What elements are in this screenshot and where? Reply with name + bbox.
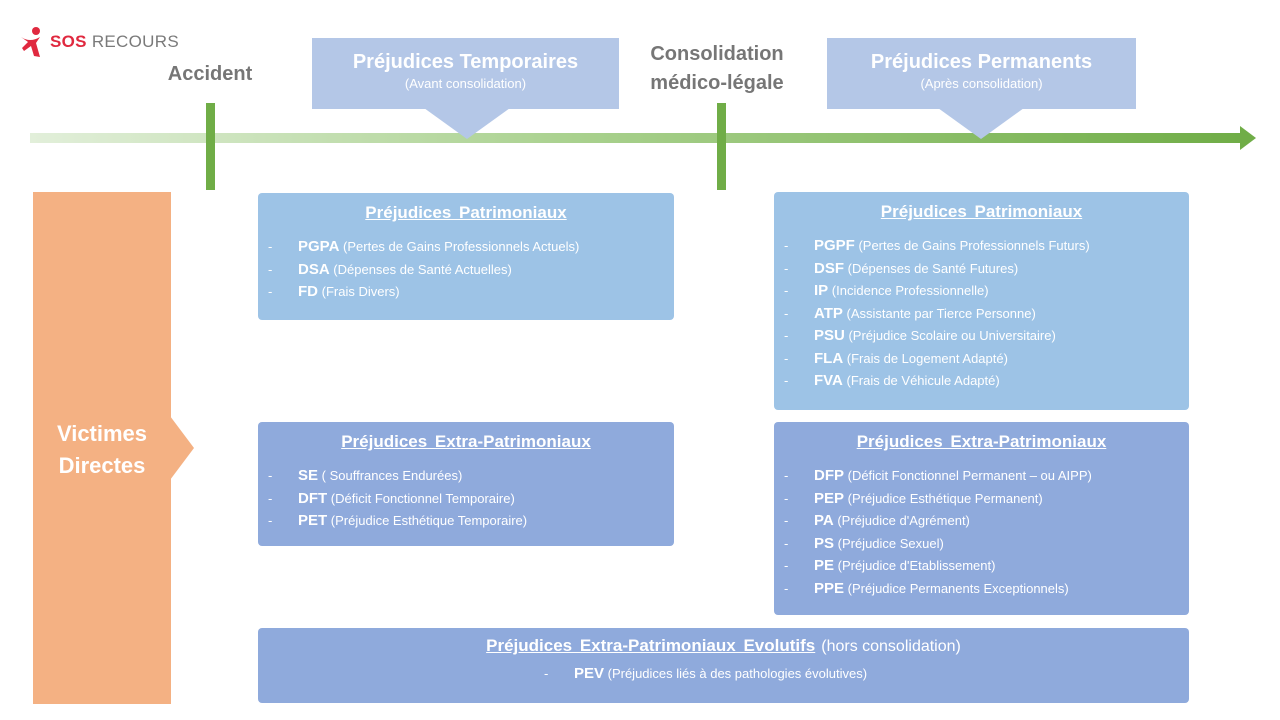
phase-temporaires-title: Préjudices Temporaires	[352, 51, 579, 73]
phase-permanents: Préjudices Permanents (Après consolidati…	[827, 38, 1136, 109]
evolutifs-heading: Préjudices Extra-Patrimoniaux Evolutifs (…	[258, 636, 1189, 656]
perm-patrimoniaux-list: -PGPF (Pertes de Gains Professionnels Fu…	[784, 235, 1189, 393]
list-item: -PGPA (Pertes de Gains Professionnels Ac…	[268, 238, 580, 255]
perm-patrimoniaux-box: Préjudices Patrimoniaux -PGPF (Pertes de…	[774, 192, 1189, 410]
accident-marker	[206, 103, 215, 190]
perm-extra-box: Préjudices Extra-Patrimoniaux -DFP (Défi…	[774, 422, 1189, 615]
list-item: -PA (Préjudice d'Agrément)	[784, 512, 970, 529]
temp-extra-title: Préjudices Extra-Patrimoniaux	[341, 432, 591, 451]
evolutifs-title: Préjudices Extra-Patrimoniaux Evolutifs	[486, 636, 816, 655]
sos-recours-logo: SOS RECOURS	[18, 24, 208, 60]
perm-extra-title: Préjudices Extra-Patrimoniaux	[856, 432, 1107, 451]
evolutifs-list: -PEV (Préjudices liés à des pathologies …	[544, 663, 1189, 686]
phase-temporaires: Préjudices Temporaires (Avant consolidat…	[312, 38, 619, 109]
evolutifs-qualifier: (hors consolidation)	[821, 638, 961, 655]
list-item: -DFP (Déficit Fonctionnel Permanent – ou…	[784, 467, 1092, 484]
list-item: -PET (Préjudice Esthétique Temporaire)	[268, 512, 528, 529]
list-item: -PPE (Préjudice Permanents Exceptionnels…	[784, 579, 1069, 597]
victims-line1: Victimes	[56, 421, 148, 446]
list-item: -DFT (Déficit Fonctionnel Temporaire)	[268, 489, 515, 507]
perm-patrimoniaux-title: Préjudices Patrimoniaux	[880, 202, 1083, 221]
list-item: -PS (Préjudice Sexuel)	[784, 534, 944, 552]
victims-line2: Directes	[58, 453, 146, 478]
temp-patrimoniaux-list: -PGPA (Pertes de Gains Professionnels Ac…	[268, 236, 674, 304]
list-item: -ATP (Assistante par Tierce Personne)	[784, 304, 1036, 322]
list-item: -SE ( Souffrances Endurées)	[268, 467, 463, 484]
logo-brand-light: RECOURS	[91, 32, 179, 51]
person-logo-icon	[21, 27, 40, 57]
consolidation-line1: Consolidation	[650, 43, 784, 65]
list-item: -PEP (Préjudice Esthétique Permanent)	[784, 489, 1043, 507]
consolidation-marker	[717, 103, 726, 190]
phase-permanents-title: Préjudices Permanents	[870, 51, 1093, 73]
list-item: -PE (Préjudice d'Etablissement)	[784, 557, 996, 574]
list-item: -FVA (Frais de Véhicule Adapté)	[784, 372, 1000, 389]
list-item: -PSU (Préjudice Scolaire ou Universitair…	[784, 327, 1056, 344]
logo-brand-bold: SOS	[50, 32, 87, 51]
victims-label: Victimes Directes	[33, 418, 171, 482]
victims-pointer	[170, 416, 194, 480]
list-item: -PEV (Préjudices liés à des pathologies …	[544, 665, 868, 682]
phase-permanents-pointer	[938, 108, 1024, 139]
accident-label: Accident	[167, 63, 253, 85]
temp-patrimoniaux-box: Préjudices Patrimoniaux -PGPA (Pertes de…	[258, 193, 674, 320]
list-item: -IP (Incidence Professionnelle)	[784, 282, 989, 299]
list-item: -FD (Frais Divers)	[268, 283, 400, 300]
list-item: -DSF (Dépenses de Santé Futures)	[784, 259, 1019, 277]
list-item: -PGPF (Pertes de Gains Professionnels Fu…	[784, 237, 1090, 254]
timeline-arrow	[30, 126, 1256, 150]
perm-extra-list: -DFP (Déficit Fonctionnel Permanent – ou…	[784, 465, 1189, 600]
phase-temporaires-subtitle: (Avant consolidation)	[404, 76, 527, 91]
phase-temporaires-pointer	[424, 108, 510, 139]
consolidation-label: Consolidation médico-légale	[632, 40, 802, 98]
evolutifs-box: Préjudices Extra-Patrimoniaux Evolutifs (…	[258, 628, 1189, 703]
list-item: -DSA (Dépenses de Santé Actuelles)	[268, 260, 512, 278]
temp-extra-list: -SE ( Souffrances Endurées) -DFT (Défici…	[268, 465, 674, 533]
temp-patrimoniaux-title: Préjudices Patrimoniaux	[365, 203, 567, 222]
victims-column	[33, 192, 171, 704]
temp-extra-box: Préjudices Extra-Patrimoniaux -SE ( Souf…	[258, 422, 674, 546]
list-item: -FLA (Frais de Logement Adapté)	[784, 349, 1008, 367]
phase-permanents-subtitle: (Après consolidation)	[920, 76, 1043, 91]
consolidation-line2: médico-légale	[650, 72, 784, 94]
